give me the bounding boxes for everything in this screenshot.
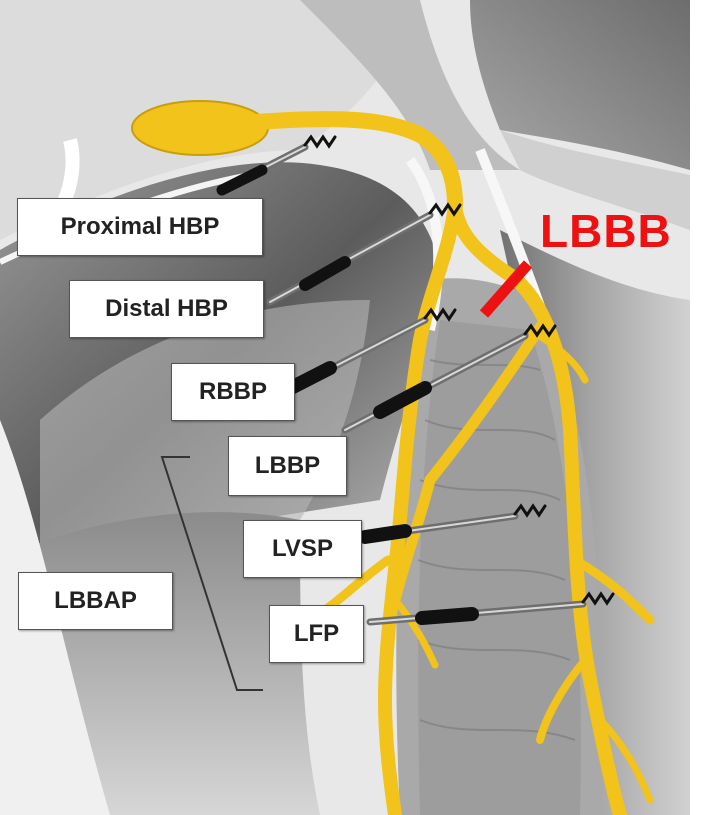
label-rbbp: RBBP	[171, 363, 295, 421]
label-lvsp: LVSP	[243, 520, 362, 578]
label-lbbp: LBBP	[228, 436, 347, 496]
label-distal-hbp: Distal HBP	[69, 280, 264, 338]
label-lfp: LFP	[269, 605, 364, 663]
label-lbbap: LBBAP	[18, 572, 173, 630]
av-node	[132, 101, 268, 155]
label-lbbb: LBBB	[540, 204, 672, 258]
label-proximal-hbp: Proximal HBP	[17, 198, 263, 256]
